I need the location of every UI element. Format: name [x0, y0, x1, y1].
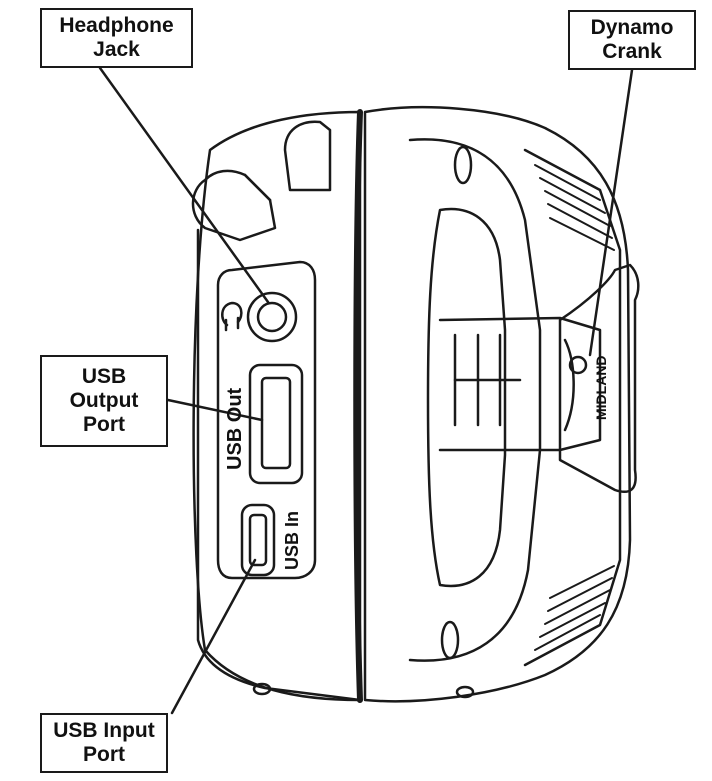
brand-logo: MIDLAND: [593, 355, 609, 420]
antenna-knob: [191, 120, 332, 242]
usb-output-port: [248, 363, 304, 485]
foot-left: [252, 682, 272, 696]
dynamo-crank-label-1: Dynamo: [590, 16, 674, 39]
usb-input-label-1: USB Input: [53, 719, 155, 742]
headphone-jack: [246, 291, 298, 343]
usb-input-label-2: Port: [83, 743, 125, 766]
leader-usbout: [166, 398, 264, 422]
usb-input-port: [240, 503, 276, 577]
usb-output-label-2: Output: [69, 389, 139, 412]
usb-in-label: USB In: [282, 511, 302, 570]
usb-output-port-callout: USB Output Port: [40, 355, 168, 447]
headphone-jack-label-1: Headphone: [59, 14, 174, 37]
device-front-face: [192, 110, 362, 702]
headphone-jack-callout: Headphone Jack: [40, 8, 193, 68]
leader-usbin: [170, 558, 257, 715]
top-vents: [534, 164, 615, 251]
device-rear-body: [363, 106, 632, 703]
foot-right: [455, 685, 475, 699]
usb-input-port-callout: USB Input Port: [40, 713, 168, 773]
leader-dynamo: [588, 68, 634, 357]
dynamo-crank-callout: Dynamo Crank: [568, 10, 696, 70]
center-seam: [353, 109, 363, 703]
bottom-vents: [534, 565, 615, 651]
handle: [408, 138, 602, 662]
usb-out-label: USB Out: [224, 387, 246, 470]
headphone-icon: [221, 301, 243, 332]
leader-headphone: [98, 66, 270, 304]
usb-output-label-3: Port: [83, 413, 125, 436]
usb-output-label-1: USB: [81, 365, 127, 388]
dynamo-crank-label-2: Crank: [602, 40, 662, 63]
headphone-jack-label-2: Jack: [93, 38, 140, 61]
